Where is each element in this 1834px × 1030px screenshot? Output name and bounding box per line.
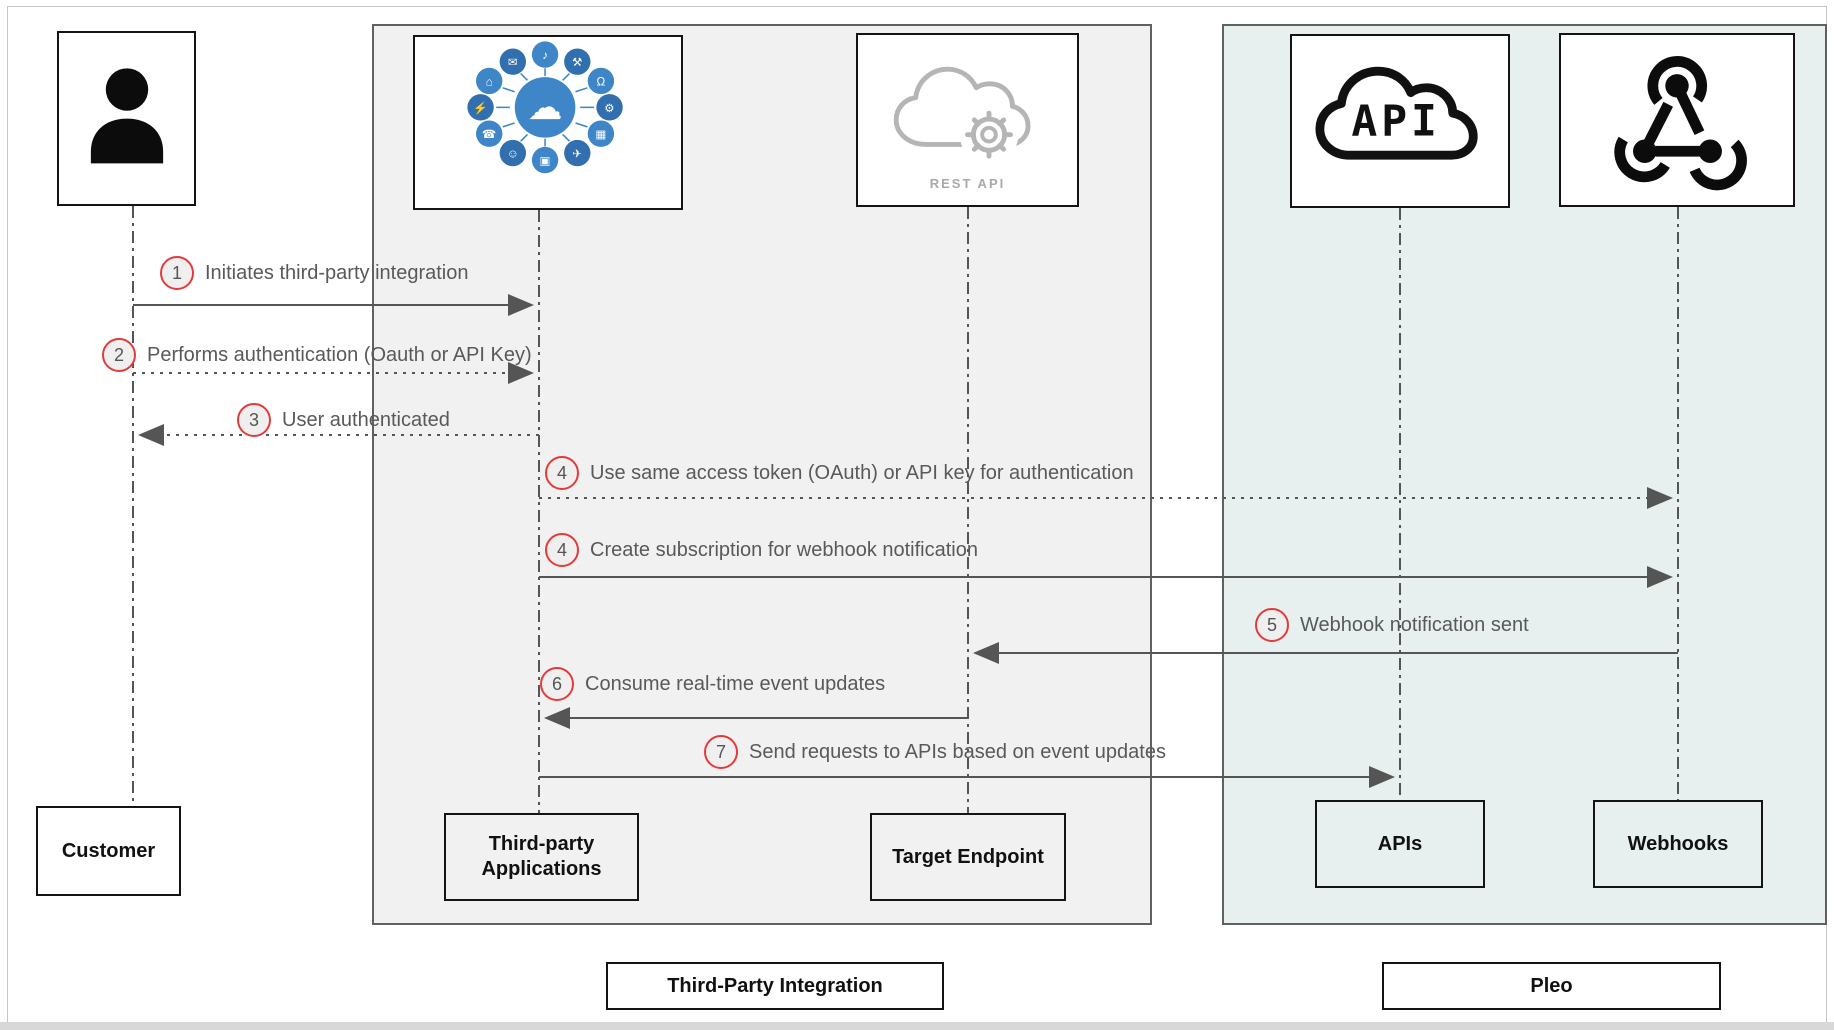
message-2: 2 Performs authentication (Oauth or API … [102,338,532,372]
api-cloud-icon: API [1315,66,1478,160]
actor-icon-box-customer [57,31,196,206]
message-4b: 4 Create subscription for webhook notifi… [545,533,978,567]
satellite-app-glyph: ▦ [595,128,606,141]
actor-label-webhooks: Webhooks [1593,800,1763,888]
satellite-app-icon [564,139,591,167]
message-number-badge: 2 [102,338,136,372]
connected-apps-icon: ♪ ⚒ Ω ⚙ ▦ ✈ ▣ ☺ ☎ ⚡ ⌂ ✉ ☁ [467,41,623,174]
rest-api-label: REST API [929,176,1006,191]
message-text: Consume real-time event updates [585,672,886,695]
actor-icon-box-webhooks [1559,33,1795,207]
satellite-app-icon [587,67,615,95]
group-title-text: Pleo [1530,974,1573,997]
satellite-app-glyph: ☎ [482,128,497,141]
app-link-line [562,133,571,142]
api-cloud-text: API [1351,97,1440,147]
message-number-badge: 6 [540,667,574,701]
cloud-hub-icon [514,77,576,138]
message-arrows [133,294,1678,788]
satellite-app-icon [531,146,559,174]
message-text: Initiates third-party integration [205,261,469,284]
actor-label-text: Customer [61,839,156,862]
app-link-line [502,122,515,128]
satellite-app-glyph: Ω [597,75,606,88]
actor-label-text: Third-party Applications [481,832,601,882]
app-link-line [502,87,515,93]
actor-label-apis: APIs [1315,800,1485,888]
satellite-app-icon [531,41,559,68]
message-number-badge: 7 [704,735,738,769]
satellite-app-glyph: ⚙ [604,102,615,115]
actor-label-line2: Applications [481,858,602,880]
bottom-scroll-strip [0,1022,1834,1030]
message-text: User authenticated [282,408,450,431]
group-title-text: Third-Party Integration [667,974,883,997]
satellite-app-icon [499,48,527,75]
actor-label-text: Webhooks [1627,832,1729,855]
gear-icon [965,110,1013,159]
message-7: 7 Send requests to APIs based on event u… [704,735,1166,769]
actor-label-text: Target Endpoint [892,845,1044,868]
app-link-line [520,72,529,81]
cloud-glyph: ☁ [527,88,562,127]
message-text: Webhook notification sent [1300,613,1529,636]
satellite-app-glyph: ⚒ [572,56,583,69]
message-text: Create subscription for webhook notifica… [590,538,978,561]
satellite-app-icon [587,120,615,147]
message-number-badge: 1 [160,256,194,290]
actor-label-line1: Third-party [488,833,595,855]
satellite-app-glyph: ♪ [542,49,548,62]
message-3: 3 User authenticated [237,403,450,437]
rest-api-cloud-icon [893,66,1031,164]
satellite-app-glyph: ▣ [540,155,551,168]
actor-label-customer: Customer [36,806,181,896]
satellite-app-glyph: ☺ [507,147,519,160]
app-link-line [562,72,571,81]
actor-icon-box-third-party-apps: ♪ ⚒ Ω ⚙ ▦ ✈ ▣ ☺ ☎ ⚡ ⌂ ✉ ☁ [413,35,683,210]
message-text: Send requests to APIs based on event upd… [749,740,1166,763]
webhook-icon [1614,56,1747,191]
satellite-app-icon [476,120,503,147]
app-link-line [575,87,588,93]
satellite-app-icon [499,139,527,167]
message-number-badge: 4 [545,533,579,567]
lifelines [132,206,1679,813]
message-4a: 4 Use same access token (OAuth) or API k… [545,456,1134,490]
satellite-app-glyph: ✈ [572,147,582,160]
actor-icon-box-apis: API [1290,34,1510,208]
satellite-app-icon [467,94,494,121]
message-number-badge: 3 [237,403,271,437]
actor-icon-box-target-endpoint: REST API [856,33,1079,207]
app-link-line [520,133,529,142]
message-number-badge: 5 [1255,608,1289,642]
message-6: 6 Consume real-time event updates [540,667,885,701]
satellite-app-glyph: ⌂ [486,75,493,88]
actor-label-text: APIs [1377,832,1423,855]
satellite-app-icon [564,48,591,75]
actor-label-third-party-applications: Third-party Applications [444,813,639,901]
message-number-badge: 4 [545,456,579,490]
message-text: Use same access token (OAuth) or API key… [590,461,1134,484]
message-1: 1 Initiates third-party integration [160,256,468,290]
app-link-line [575,122,588,128]
message-text: Performs authentication (Oauth or API Ke… [147,343,532,366]
person-icon [90,67,163,163]
group-title-pleo: Pleo [1382,962,1721,1010]
satellite-app-glyph: ⚡ [473,101,488,115]
satellite-app-glyph: ✉ [508,56,518,69]
group-title-third-party-integration: Third-Party Integration [606,962,944,1010]
satellite-app-icon [596,94,623,121]
message-5: 5 Webhook notification sent [1255,608,1529,642]
actor-label-target-endpoint: Target Endpoint [870,813,1066,901]
satellite-app-icon [476,67,503,95]
